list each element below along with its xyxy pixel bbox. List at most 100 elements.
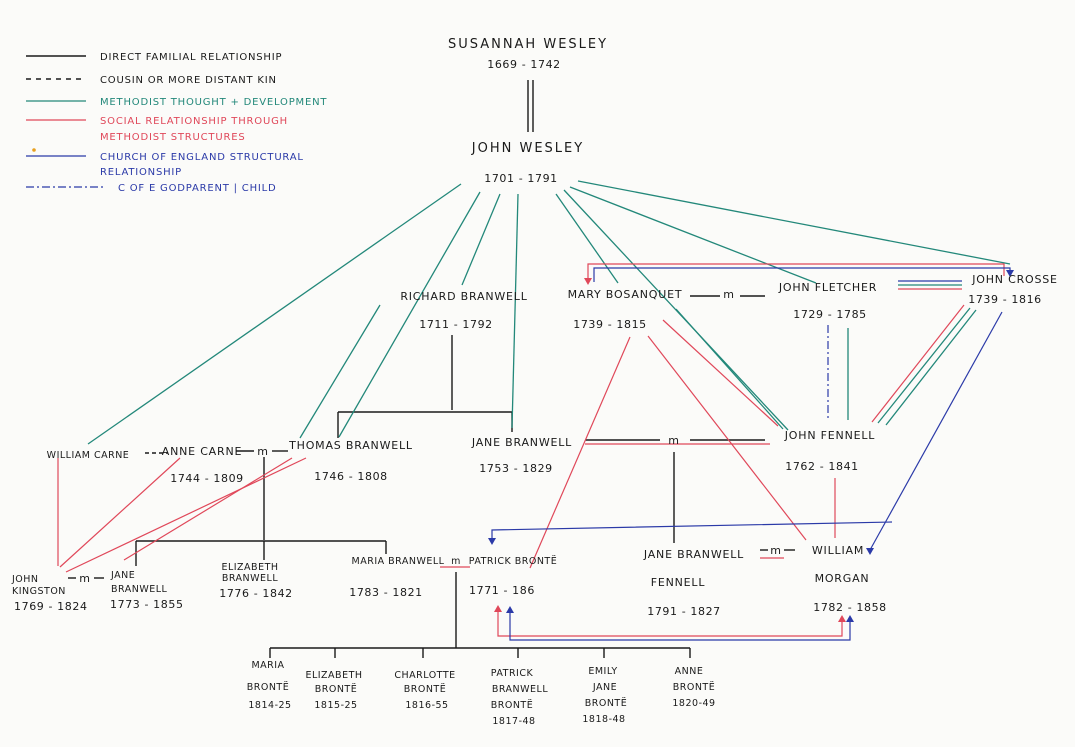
person-anne-carne: ANNE CARNE 1744 - 1809	[162, 445, 244, 485]
svg-text:1739 - 1815: 1739 - 1815	[573, 318, 647, 331]
svg-text:JOHN: JOHN	[11, 574, 39, 585]
svg-text:1783 - 1821: 1783 - 1821	[349, 586, 423, 599]
svg-text:BRONTË: BRONTË	[673, 682, 716, 693]
child-charlotte-bronte: CHARLOTTE BRONTË 1816-55	[394, 670, 455, 711]
coe-lines	[488, 267, 1014, 641]
svg-text:JOHN WESLEY: JOHN WESLEY	[471, 141, 584, 156]
svg-text:ELIZABETH: ELIZABETH	[305, 670, 362, 681]
svg-text:1817-48: 1817-48	[492, 716, 535, 727]
person-susannah-wesley: SUSANNAH WESLEY 1669 - 1742	[448, 37, 608, 71]
svg-text:BRANWELL: BRANWELL	[222, 573, 279, 584]
marriage-mark: m	[668, 434, 680, 447]
person-william-carne: WILLIAM CARNE	[47, 450, 130, 461]
person-jane-branwell: JANE BRANWELL 1753 - 1829	[471, 436, 572, 475]
svg-text:1814-25: 1814-25	[248, 700, 291, 711]
child-elizabeth-bronte: ELIZABETH BRONTË 1815-25	[305, 670, 362, 711]
svg-text:1744 - 1809: 1744 - 1809	[170, 472, 244, 485]
svg-text:BRONTË: BRONTË	[315, 684, 358, 695]
legend-direct: DIRECT FAMILIAL RELATIONSHIP	[100, 52, 282, 63]
svg-text:WILLIAM CARNE: WILLIAM CARNE	[47, 450, 130, 461]
svg-text:CHARLOTTE: CHARLOTTE	[394, 670, 455, 681]
svg-text:1669 - 1742: 1669 - 1742	[487, 58, 561, 71]
svg-text:1773 - 1855: 1773 - 1855	[110, 598, 184, 611]
svg-text:1746 - 1808: 1746 - 1808	[314, 470, 388, 483]
person-john-fennell: JOHN FENNELL 1762 - 1841	[784, 429, 876, 473]
legend-coe-2: RELATIONSHIP	[100, 167, 182, 178]
child-anne-bronte: ANNE BRONTË 1820-49	[672, 666, 715, 709]
person-william-morgan: WILLIAM MORGAN 1782 - 1858	[812, 544, 887, 614]
svg-text:ANNE: ANNE	[675, 666, 704, 677]
svg-text:RICHARD BRANWELL: RICHARD BRANWELL	[400, 290, 527, 303]
social-lines	[57, 263, 1005, 637]
svg-text:THOMAS BRANWELL: THOMAS BRANWELL	[288, 439, 413, 452]
svg-text:1762 - 1841: 1762 - 1841	[785, 460, 859, 473]
legend-cousin: COUSIN OR MORE DISTANT KIN	[100, 75, 277, 86]
marriage-mark: m	[79, 572, 91, 585]
svg-text:ANNE CARNE: ANNE CARNE	[162, 445, 242, 458]
svg-text:BRONTË: BRONTË	[404, 684, 447, 695]
svg-text:JANE BRANWELL: JANE BRANWELL	[471, 436, 572, 449]
legend-social-2: METHODIST STRUCTURES	[100, 132, 245, 143]
legend-dot	[32, 148, 36, 152]
svg-text:1776 - 1842: 1776 - 1842	[219, 587, 293, 600]
svg-text:FENNELL: FENNELL	[651, 576, 706, 589]
person-jane-branwell-1773: JANE BRANWELL 1773 - 1855	[110, 570, 184, 611]
marriage-mark: m	[723, 288, 735, 301]
svg-text:BRANWELL: BRANWELL	[492, 684, 549, 695]
person-john-wesley: JOHN WESLEY 1701 - 1791	[471, 141, 584, 185]
person-thomas-branwell: THOMAS BRANWELL 1746 - 1808	[288, 439, 413, 483]
svg-text:1739 - 1816: 1739 - 1816	[968, 293, 1042, 306]
svg-text:SUSANNAH WESLEY: SUSANNAH WESLEY	[448, 37, 608, 52]
person-richard-branwell: RICHARD BRANWELL 1711 - 1792	[400, 290, 527, 331]
svg-text:JOHN FENNELL: JOHN FENNELL	[784, 429, 876, 442]
person-john-crosse: JOHN CROSSE 1739 - 1816	[968, 273, 1058, 306]
svg-text:MARIA: MARIA	[251, 660, 284, 671]
svg-text:EMILY: EMILY	[588, 666, 617, 677]
marriage-mark: m	[257, 445, 269, 458]
person-john-kingston: JOHN KINGSTON 1769 - 1824	[11, 574, 88, 613]
svg-text:MORGAN: MORGAN	[815, 572, 870, 585]
person-mary-bosanquet: MARY BOSANQUET 1739 - 1815	[568, 288, 683, 331]
children-group: MARIA BRONTË 1814-25 ELIZABETH BRONTË 18…	[247, 660, 715, 727]
svg-text:JOHN CROSSE: JOHN CROSSE	[971, 273, 1058, 286]
svg-text:JOHN FLETCHER: JOHN FLETCHER	[778, 281, 877, 294]
svg-text:ELIZABETH: ELIZABETH	[221, 562, 278, 573]
svg-text:BRANWELL: BRANWELL	[111, 584, 168, 595]
svg-text:1771 - 186: 1771 - 186	[469, 584, 535, 597]
svg-text:1769 - 1824: 1769 - 1824	[14, 600, 88, 613]
legend-godparent: C OF E GODPARENT | CHILD	[118, 183, 277, 194]
svg-text:1782 - 1858: 1782 - 1858	[813, 601, 887, 614]
legend-coe-1: CHURCH OF ENGLAND STRUCTURAL	[100, 152, 304, 163]
svg-text:1711 - 1792: 1711 - 1792	[419, 318, 493, 331]
svg-text:JANE: JANE	[110, 570, 135, 581]
svg-text:BRONTË: BRONTË	[491, 700, 534, 711]
svg-text:MARY BOSANQUET: MARY BOSANQUET	[568, 288, 683, 301]
child-emily-jane-bronte: EMILY JANE BRONTË 1818-48	[582, 666, 628, 725]
svg-text:1729 - 1785: 1729 - 1785	[793, 308, 867, 321]
svg-text:WILLIAM: WILLIAM	[812, 544, 864, 557]
svg-text:JANE: JANE	[592, 682, 617, 693]
svg-text:1791 - 1827: 1791 - 1827	[647, 605, 721, 618]
person-maria-branwell: MARIA BRANWELL 1783 - 1821	[349, 556, 444, 599]
svg-text:PATRICK: PATRICK	[491, 668, 534, 679]
child-maria-bronte: MARIA BRONTË 1814-25	[247, 660, 291, 711]
svg-text:PATRICK BRONTË: PATRICK BRONTË	[469, 556, 557, 567]
svg-text:KINGSTON: KINGSTON	[12, 586, 66, 597]
svg-text:BRONTË: BRONTË	[247, 682, 290, 693]
svg-text:1818-48: 1818-48	[582, 714, 625, 725]
marriage-mark: m	[451, 556, 461, 567]
svg-text:JANE BRANWELL: JANE BRANWELL	[643, 548, 744, 561]
person-patrick-bronte: PATRICK BRONTË 1771 - 186	[469, 556, 557, 597]
svg-text:1815-25: 1815-25	[314, 700, 357, 711]
svg-text:1816-55: 1816-55	[405, 700, 448, 711]
marriage-mark: m	[770, 544, 782, 557]
svg-text:1701 - 1791: 1701 - 1791	[484, 172, 558, 185]
svg-text:BRONTË: BRONTË	[585, 698, 628, 709]
child-patrick-branwell-bronte: PATRICK BRANWELL BRONTË 1817-48	[491, 668, 549, 727]
svg-text:1753 - 1829: 1753 - 1829	[479, 462, 553, 475]
person-jane-branwell-fennell: JANE BRANWELL FENNELL 1791 - 1827	[643, 548, 744, 618]
methodist-lines	[87, 180, 1011, 445]
legend-methodist: METHODIST THOUGHT + DEVELOPMENT	[100, 97, 327, 108]
svg-text:1820-49: 1820-49	[672, 698, 715, 709]
